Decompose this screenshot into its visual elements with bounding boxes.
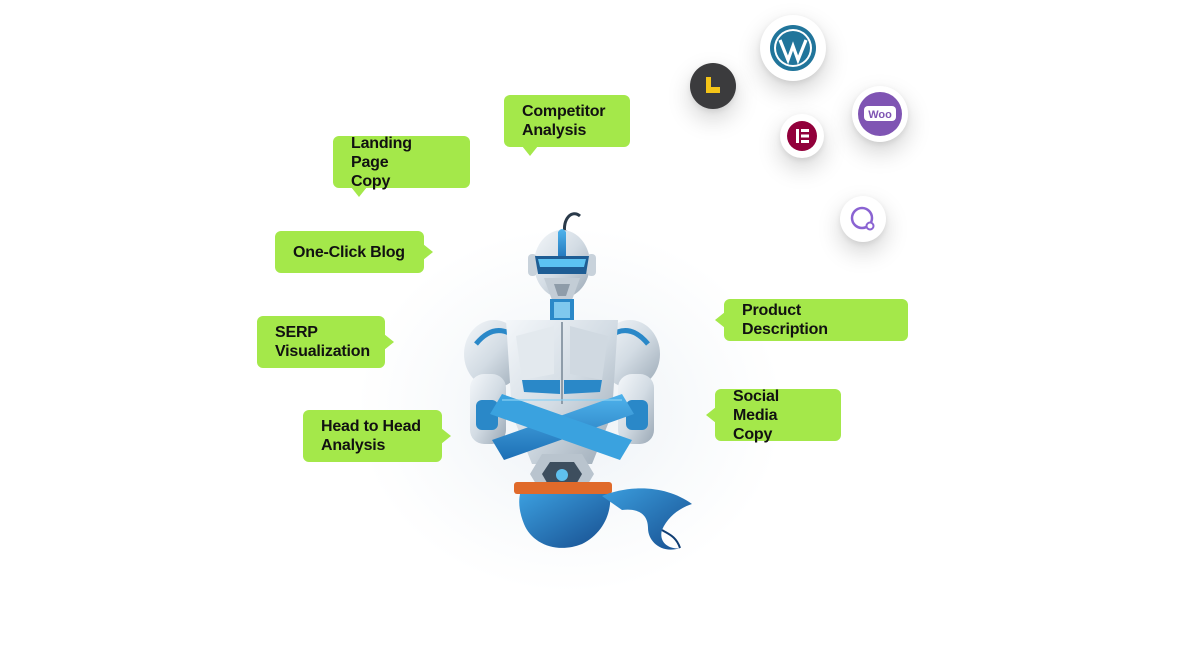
product-description-bubble: Product Description: [715, 299, 908, 341]
social-media-copy-bubble: Social Media Copy: [706, 388, 841, 443]
wordpress-icon: [760, 15, 826, 81]
elementor-icon: [780, 114, 824, 158]
head-to-head-analysis-bubble: Head to Head Analysis: [303, 410, 451, 462]
chat-bubble-icon: [840, 196, 886, 242]
landing-page-copy-bubble: Landing Page Copy: [333, 135, 470, 197]
one-click-blog-bubble: One-Click Blog: [275, 231, 433, 273]
robot-genie-illustration: [464, 212, 692, 550]
svg-text:Woo: Woo: [868, 109, 892, 121]
serp-visualization-bubble: SERP Visualization: [257, 316, 394, 368]
lightning-icon: [690, 63, 736, 109]
woocommerce-icon: Woo: [852, 86, 908, 142]
competitor-analysis-bubble: Competitor Analysis: [504, 95, 630, 156]
